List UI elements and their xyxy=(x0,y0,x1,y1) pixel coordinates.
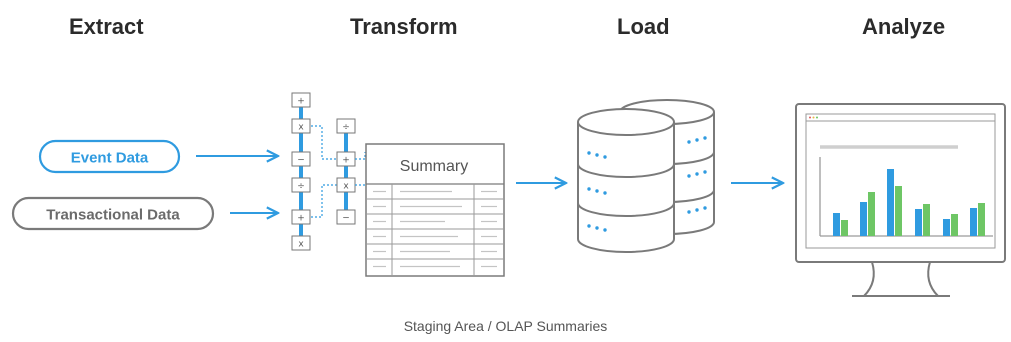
operator-chain-1: + x − ÷ + x xyxy=(291,92,311,251)
monitor-bar-chart xyxy=(819,157,993,237)
op-box: ÷ xyxy=(336,118,356,134)
op-box: x xyxy=(291,235,311,251)
op-label: − xyxy=(342,214,350,224)
transactional-data-label: Transactional Data xyxy=(46,207,180,224)
summary-table: Summary xyxy=(365,143,505,277)
dotted-connector xyxy=(311,125,337,160)
op-box: x xyxy=(336,177,356,193)
bar-blue xyxy=(887,169,894,236)
op-label: + xyxy=(297,97,305,107)
staging-area-caption: Staging Area / OLAP Summaries xyxy=(403,318,608,334)
dotted-connector xyxy=(355,152,366,160)
stage-analyze: Analyze xyxy=(862,14,946,39)
op-box: + xyxy=(336,151,356,167)
database-indicator-dots xyxy=(587,136,707,232)
op-label: ÷ xyxy=(342,123,350,133)
database-front-icon xyxy=(577,108,675,253)
op-label: ÷ xyxy=(297,182,305,192)
stage-transform: Transform xyxy=(350,14,458,39)
op-box: − xyxy=(336,209,356,225)
bar-green xyxy=(841,220,848,236)
bar-green xyxy=(923,204,930,236)
bar-green xyxy=(978,203,985,236)
op-label: x xyxy=(298,240,304,250)
op-box: ÷ xyxy=(291,177,311,193)
dotted-connector xyxy=(311,184,337,218)
operator-chain-2: ÷ + x − xyxy=(336,118,356,225)
stage-extract: Extract xyxy=(69,14,144,39)
op-box: x xyxy=(291,118,311,134)
bar-green xyxy=(951,214,958,236)
event-data-label: Event Data xyxy=(71,150,149,167)
transactional-data-pill: Transactional Data xyxy=(11,196,215,231)
op-label: x xyxy=(343,182,349,192)
bar-green xyxy=(868,192,875,236)
op-label: + xyxy=(342,156,350,166)
event-data-pill: Event Data xyxy=(38,139,181,174)
op-box: + xyxy=(291,209,311,225)
summary-table-title: Summary xyxy=(400,158,468,175)
bar-blue xyxy=(970,208,977,236)
stage-load: Load xyxy=(617,14,670,39)
bar-blue xyxy=(943,219,950,236)
bar-green xyxy=(895,186,902,236)
bar-blue xyxy=(860,202,867,236)
op-box: + xyxy=(291,92,311,108)
op-box: − xyxy=(291,151,311,167)
op-label: − xyxy=(297,156,305,166)
bar-blue xyxy=(915,209,922,236)
op-label: + xyxy=(297,214,305,224)
op-label: x xyxy=(298,123,304,133)
bar-blue xyxy=(833,213,840,236)
